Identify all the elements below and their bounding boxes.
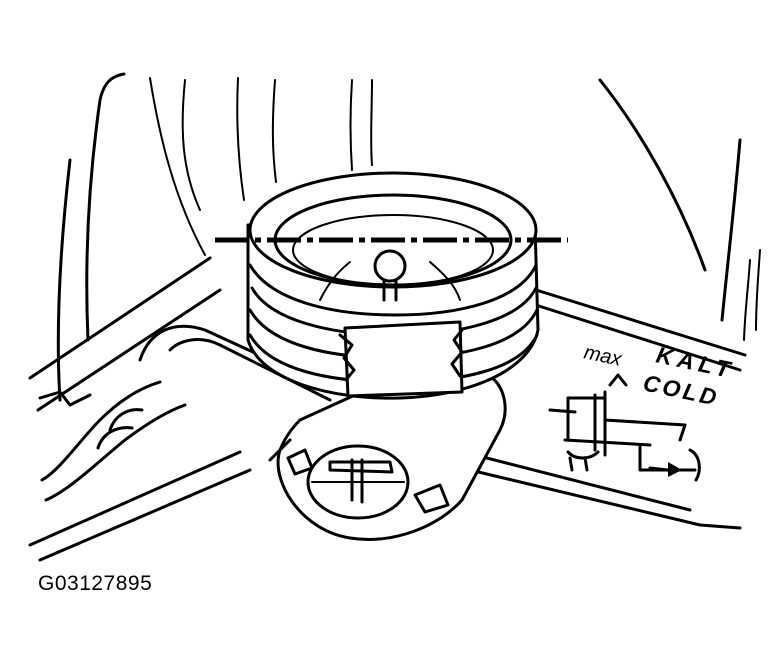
label-max: max xyxy=(582,341,625,371)
arrow-right-icon xyxy=(648,448,701,482)
mounting-flange xyxy=(268,373,507,541)
control-panel-plate xyxy=(468,283,747,530)
temperature-dial-symbol xyxy=(548,373,697,472)
figure-id-label: G03127895 xyxy=(38,572,153,595)
threaded-knob xyxy=(246,171,540,400)
housing-outline xyxy=(56,72,761,402)
lever-bracket xyxy=(28,256,342,562)
